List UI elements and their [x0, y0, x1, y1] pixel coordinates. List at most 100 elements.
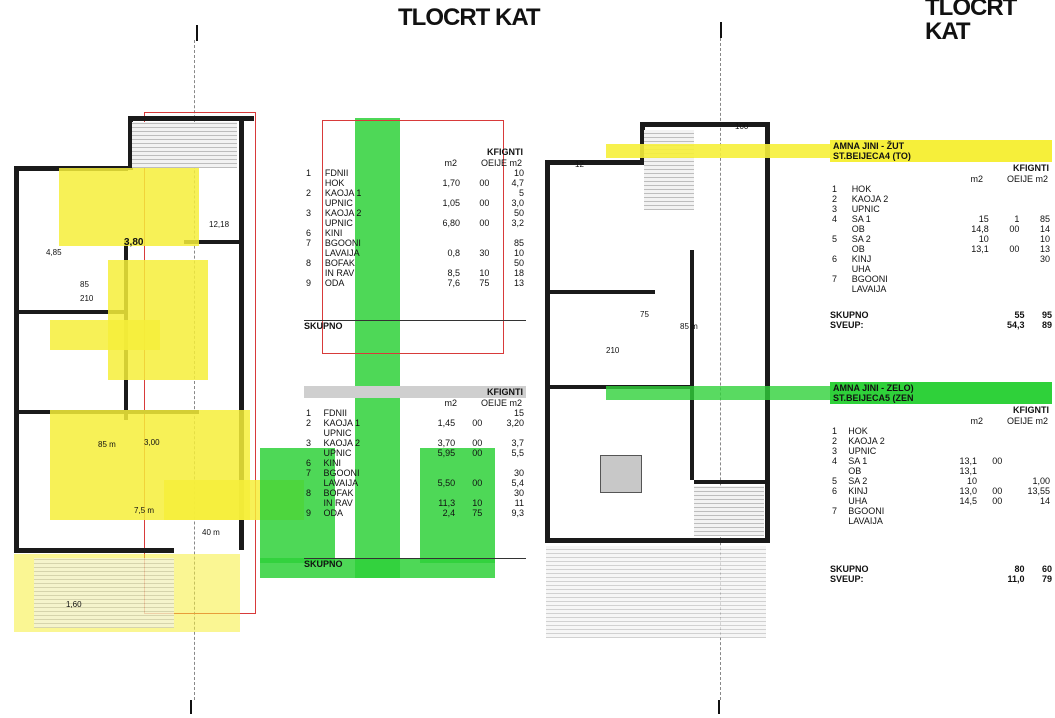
table-cell-c: 13	[513, 278, 524, 288]
table-cell-c: 1,00	[1032, 476, 1050, 486]
table-cell-a	[944, 184, 991, 194]
table-cell-b	[457, 408, 484, 418]
wall	[690, 250, 694, 480]
highlight-strip	[606, 386, 830, 400]
furniture-table	[600, 455, 642, 493]
table-cell-c	[1004, 426, 1052, 436]
table-cell-a: 1,45	[437, 418, 456, 428]
table-cell-c	[484, 428, 526, 438]
table-cell-name: SA 1	[851, 214, 871, 224]
wall	[14, 310, 124, 314]
table-cell-n	[304, 478, 321, 488]
table-cell-b: 00	[479, 198, 490, 208]
table-cell-name: IN RAV	[324, 268, 355, 278]
dim-label: 12	[575, 160, 584, 169]
table-cell-b	[457, 458, 484, 468]
table-cell-a	[940, 446, 979, 456]
dim-label: 12,18	[209, 220, 230, 229]
wall	[545, 290, 655, 294]
table-cell-n	[304, 448, 321, 458]
table-row: UHA	[830, 264, 1052, 274]
table-cell-name: IN RAV	[323, 498, 353, 508]
table-cell-a	[415, 468, 457, 478]
wall	[545, 160, 550, 540]
table-cell-b: 00	[472, 418, 483, 428]
dim-label: 3,00	[144, 438, 160, 447]
table-cell-n: 5	[832, 476, 838, 486]
wall	[640, 122, 770, 127]
yellow-zone	[59, 168, 199, 246]
balcony-tiles	[34, 558, 174, 628]
table-cell-b	[979, 466, 1004, 476]
dim-label: 4,85	[46, 248, 62, 257]
table-cell-n: 1	[832, 426, 838, 436]
table-cell-c: 10	[1039, 234, 1050, 244]
table-cell-c: 14	[1039, 496, 1050, 506]
table-cell-name: BGOONI	[848, 506, 885, 516]
table-cell-b: 00	[479, 218, 490, 228]
table-cell-b: 10	[479, 268, 490, 278]
table-cell-b	[462, 258, 491, 268]
table-cell-name: LAVAIJA	[324, 248, 360, 258]
wall	[694, 480, 770, 484]
table-cell-n: 8	[306, 258, 312, 268]
table-cell-c: 13	[1039, 244, 1050, 254]
terrace	[546, 546, 766, 638]
table-cell-name: LAVAIJA	[323, 478, 359, 488]
table-cell-c: 3,7	[511, 438, 524, 448]
staircase	[132, 122, 237, 168]
table-row: UPNIC	[304, 428, 526, 438]
table-cell-c: 30	[513, 488, 524, 498]
wall	[640, 122, 645, 164]
table-cell-b	[462, 188, 491, 198]
table-cell-name: SA 2	[848, 476, 868, 486]
left-floor-plan: 3,80 3,00 85 210 4,85 85 m 7,5 m 40 m 1,…	[14, 110, 304, 640]
table-cell-a	[415, 458, 457, 468]
table-cell-name: KAOJA 2	[323, 438, 360, 448]
table-cell-b: 75	[472, 508, 483, 518]
table-cell-a	[944, 284, 991, 294]
table-cell-name: KINJ	[848, 486, 868, 496]
table-cell-n: 6	[306, 458, 312, 468]
room-table-right-bottom: AMNA JINI - ZELO) ST.BEIJECA5 (ZEN KFIGN…	[830, 382, 1052, 584]
table-cell-c: 3,20	[506, 418, 524, 428]
table-cell-n: 6	[306, 228, 312, 238]
table-cell-c: 10	[513, 168, 524, 178]
dim-label: 75	[640, 310, 649, 319]
table-cell-a: 7,6	[447, 278, 460, 288]
table-cell-n: 3	[832, 204, 838, 214]
dim-label: 85 m	[98, 440, 116, 449]
table-cell-c: 30	[513, 468, 524, 478]
table-cell-a: 10	[966, 476, 977, 486]
table-cell-b: 00	[472, 438, 483, 448]
table-cell-a	[940, 426, 979, 436]
table-cell-c: 30	[1039, 254, 1050, 264]
table-cell-c: 14	[1039, 224, 1050, 234]
table-cell-b	[979, 516, 1004, 526]
table-cell-c: 5,5	[511, 448, 524, 458]
table-cell-b: 1	[1014, 214, 1020, 224]
wall	[545, 538, 770, 543]
table-cell-b	[991, 284, 1022, 294]
table-cell-a	[415, 428, 457, 438]
table-cell-a	[940, 436, 979, 446]
table-cell-a: 15	[978, 214, 989, 224]
table-cell-n: 1	[306, 408, 312, 418]
table-cell-name: OB	[851, 244, 865, 254]
